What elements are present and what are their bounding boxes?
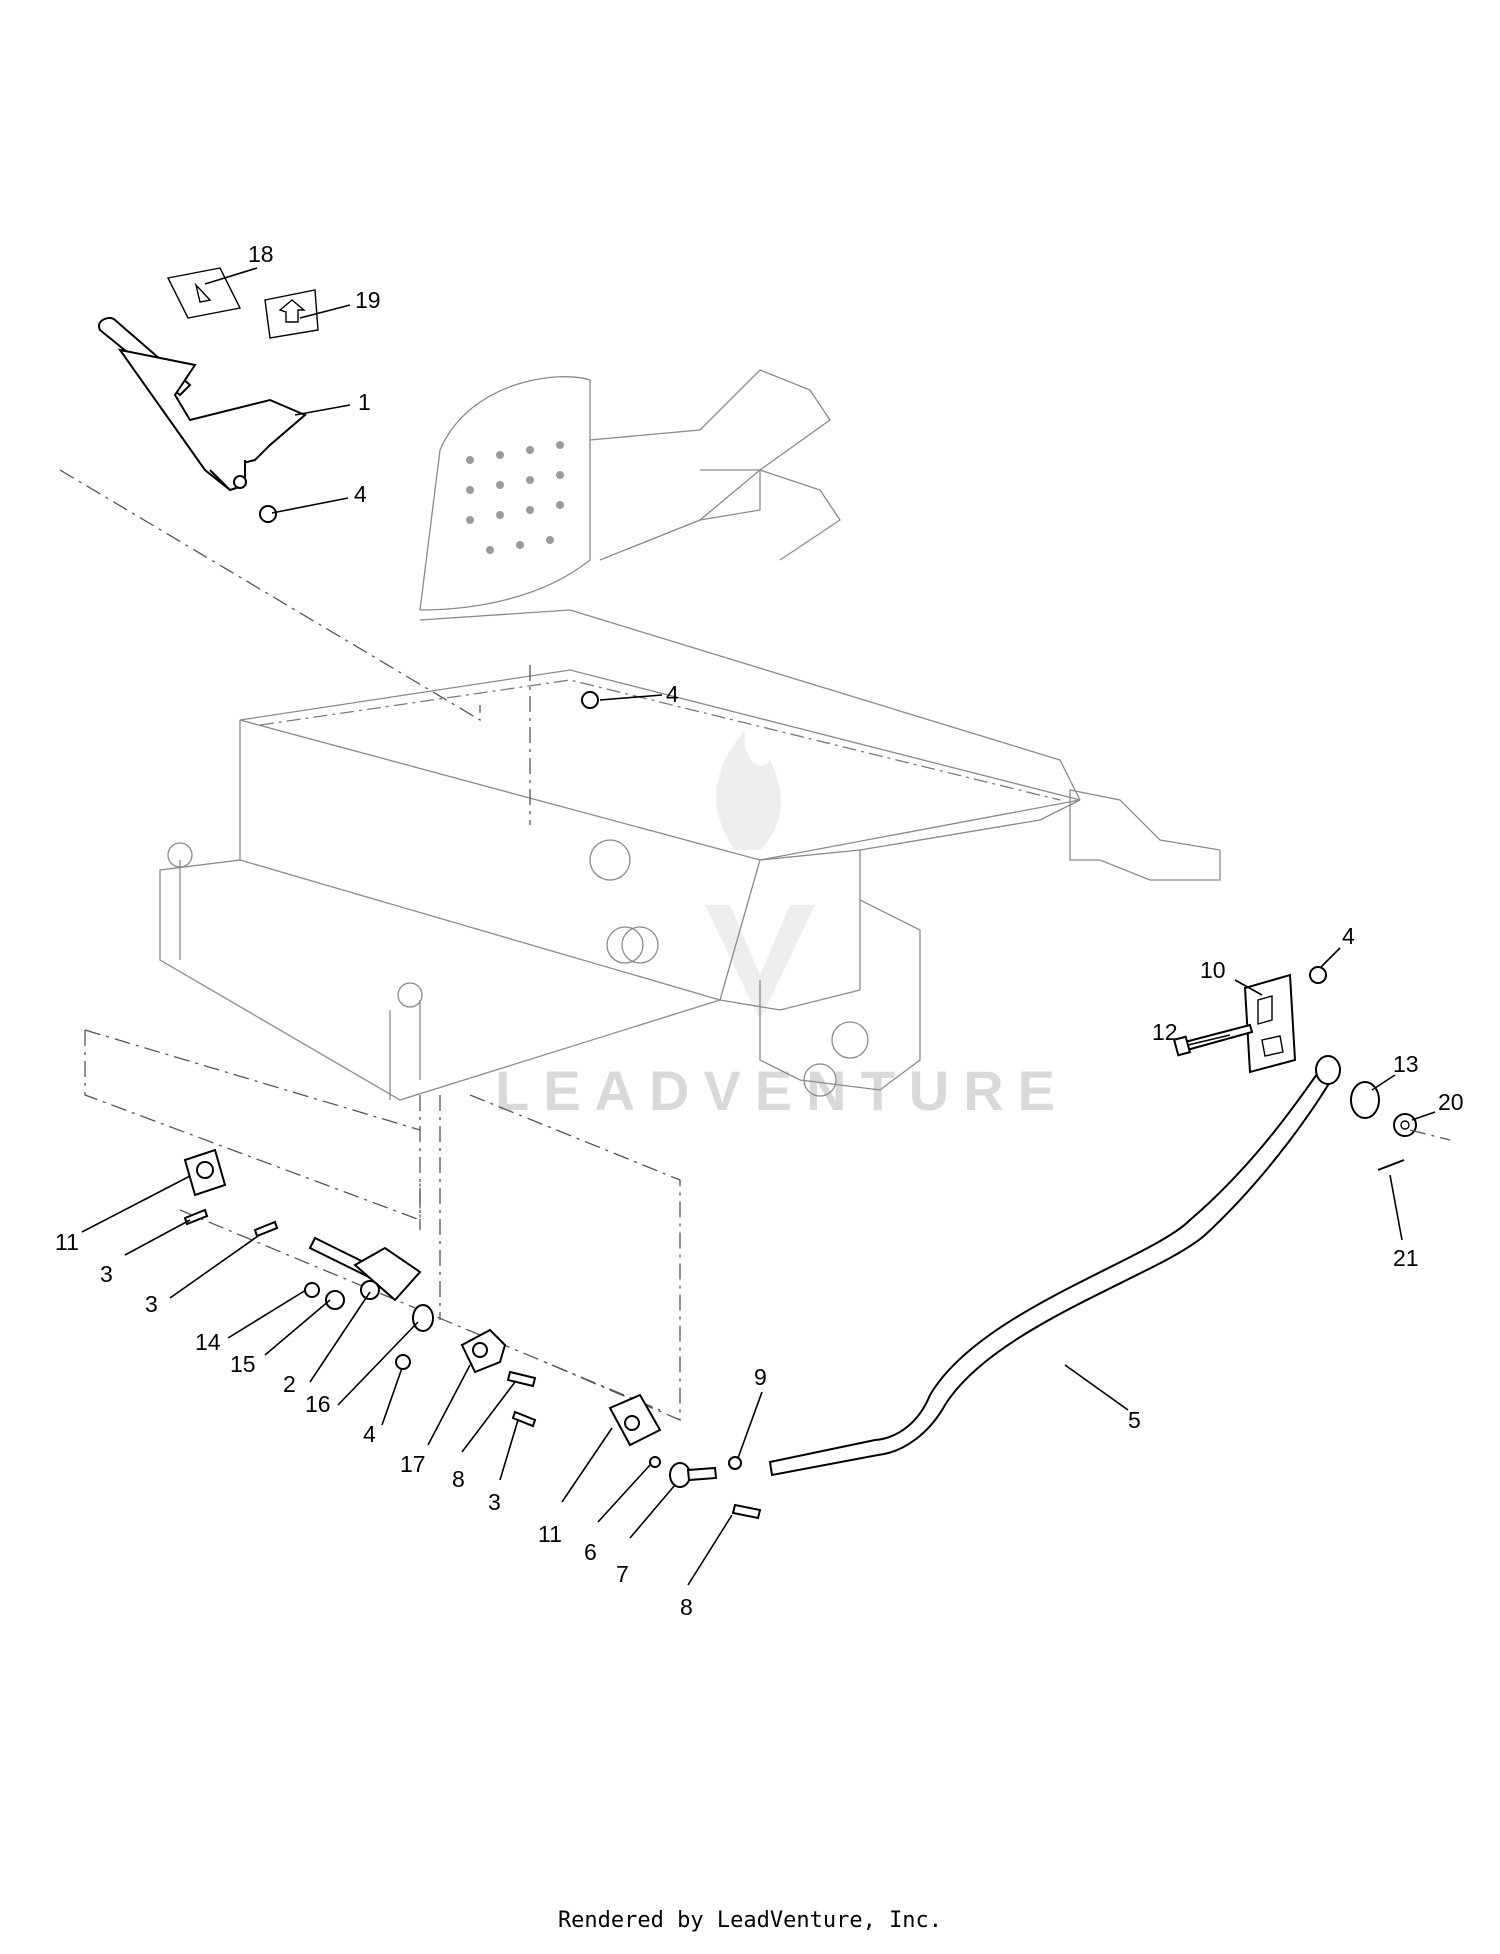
footer-credit: Rendered by LeadVenture, Inc. [557, 1908, 943, 1933]
spacer-16 [412, 1304, 434, 1332]
callout-12: 12 [1152, 1019, 1178, 1045]
bolt-3-c [511, 1410, 537, 1428]
nut-4-frame [581, 691, 599, 709]
callout-3: 3 [488, 1489, 501, 1515]
bolt-12 [1172, 1023, 1254, 1057]
callout-labels: 18 19 1 4 4 10 4 12 13 20 21 11 3 3 14 1… [55, 241, 1464, 1620]
callout-3: 3 [145, 1291, 158, 1317]
leader-lines [81, 267, 1436, 1586]
callout-3: 3 [100, 1261, 113, 1287]
callout-18: 18 [248, 241, 274, 267]
washer-20 [1393, 1113, 1417, 1137]
nut-4-pedal [259, 505, 277, 523]
callout-16: 16 [305, 1391, 331, 1417]
callout-2: 2 [283, 1371, 296, 1397]
pedal-decal-18 [166, 267, 242, 319]
cotter-pin-21 [1377, 1129, 1451, 1171]
callout-4: 4 [363, 1421, 376, 1447]
callout-17: 17 [400, 1451, 426, 1477]
nut-14 [304, 1282, 320, 1298]
bushing-13 [1350, 1081, 1380, 1119]
bolt-8-a [506, 1370, 537, 1388]
callout-4: 4 [666, 681, 679, 707]
callout-4: 4 [354, 481, 367, 507]
callout-6: 6 [584, 1539, 597, 1565]
callout-11: 11 [538, 1521, 562, 1547]
washer-6 [649, 1456, 661, 1468]
bolt-8-b [731, 1503, 762, 1520]
washer-15 [325, 1290, 345, 1310]
bracket-10 [1243, 973, 1297, 1074]
callout-8: 8 [680, 1594, 693, 1620]
lever-17 [460, 1328, 507, 1374]
callout-5: 5 [1128, 1407, 1141, 1433]
nut-9 [728, 1456, 742, 1470]
callout-7: 7 [616, 1561, 629, 1587]
callout-10: 10 [1200, 957, 1226, 983]
callout-4: 4 [1342, 923, 1355, 949]
callout-9: 9 [754, 1364, 767, 1390]
seat-plate-holes [466, 441, 564, 554]
nut-4-bracket [1309, 966, 1327, 984]
pivot-block-11-lower [608, 1393, 662, 1447]
pivot-block-11-upper [183, 1148, 227, 1197]
callout-11: 11 [55, 1229, 79, 1255]
callout-1: 1 [358, 389, 371, 415]
callout-21: 21 [1393, 1245, 1419, 1271]
foot-pedal [98, 317, 307, 492]
shaft-2 [308, 1236, 422, 1302]
callout-8: 8 [452, 1466, 465, 1492]
callout-14: 14 [195, 1329, 221, 1355]
callout-13: 13 [1393, 1051, 1419, 1077]
bolt-3-b [253, 1220, 279, 1238]
watermark-logo-icon [705, 730, 815, 1020]
mower-frame [159, 369, 1221, 1101]
nut-4-linkage [395, 1354, 411, 1370]
callout-15: 15 [230, 1351, 256, 1377]
callout-20: 20 [1438, 1089, 1464, 1115]
link-rod-5 [768, 1055, 1341, 1477]
pedal-decal-19 [264, 289, 319, 339]
assembly-guide-lines [59, 469, 681, 1421]
callout-19: 19 [355, 287, 381, 313]
rod-end-7 [669, 1462, 718, 1488]
watermark-brand: LEADVENTURE [495, 1059, 1069, 1122]
bolt-3-a [183, 1208, 209, 1226]
